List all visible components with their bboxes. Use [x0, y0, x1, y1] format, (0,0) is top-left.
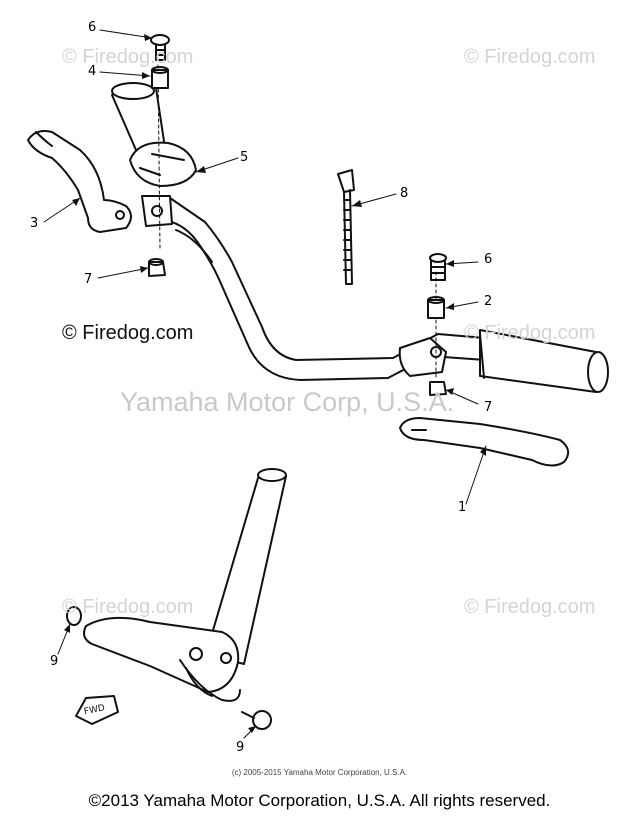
firedog-credit: © Firedog.com — [62, 322, 194, 344]
callout-9-right: 9 — [236, 740, 245, 755]
callout-2: 2 — [484, 294, 493, 309]
watermark-firedog-3: © Firedog.com — [464, 322, 596, 344]
watermark-yamaha: Yamaha Motor Corp, U.S.A. — [120, 387, 455, 417]
copyright-notice: ©2013 Yamaha Motor Corporation, U.S.A. A… — [88, 791, 551, 810]
screw-6-left — [150, 34, 170, 61]
right-grip — [479, 329, 609, 393]
callout-7-right: 7 — [484, 400, 493, 415]
lever-1 — [399, 417, 570, 467]
callout-5: 5 — [240, 150, 249, 165]
steering-stem — [83, 468, 287, 702]
callout-3: 3 — [30, 216, 39, 231]
callout-8: 8 — [400, 186, 409, 201]
callout-6-left: 6 — [88, 20, 97, 35]
nut-7-left — [148, 258, 166, 277]
callout-4: 4 — [88, 64, 97, 79]
lever-3 — [27, 130, 132, 233]
switch-housing-5 — [129, 141, 197, 187]
callout-1: 1 — [458, 500, 467, 515]
cable-tie-8 — [337, 169, 355, 285]
watermark-firedog-1: © Firedog.com — [62, 46, 194, 68]
nut-7-right — [429, 381, 447, 396]
callout-6-right: 6 — [484, 252, 493, 267]
callout-9-left: 9 — [50, 654, 59, 669]
right-clamp — [398, 271, 447, 381]
callout-7-left: 7 — [84, 272, 93, 287]
collar-2 — [427, 296, 445, 319]
bolt-9-left — [66, 606, 82, 626]
watermark-firedog-2: © Firedog.com — [464, 46, 596, 68]
fwd-label: FWD — [83, 703, 106, 717]
fwd-arrow — [75, 695, 119, 725]
collar-4 — [151, 66, 169, 89]
screw-6-right — [429, 253, 447, 281]
small-copyright: (c) 2005-2015 Yamaha Motor Corporation, … — [231, 768, 408, 777]
bolt-9-right — [241, 710, 272, 730]
watermark-firedog-4: © Firedog.com — [62, 596, 194, 618]
leader-arrowheads — [64, 34, 486, 733]
handlebar — [161, 197, 486, 381]
watermark-firedog-5: © Firedog.com — [464, 596, 596, 618]
left-clamp — [141, 64, 173, 251]
